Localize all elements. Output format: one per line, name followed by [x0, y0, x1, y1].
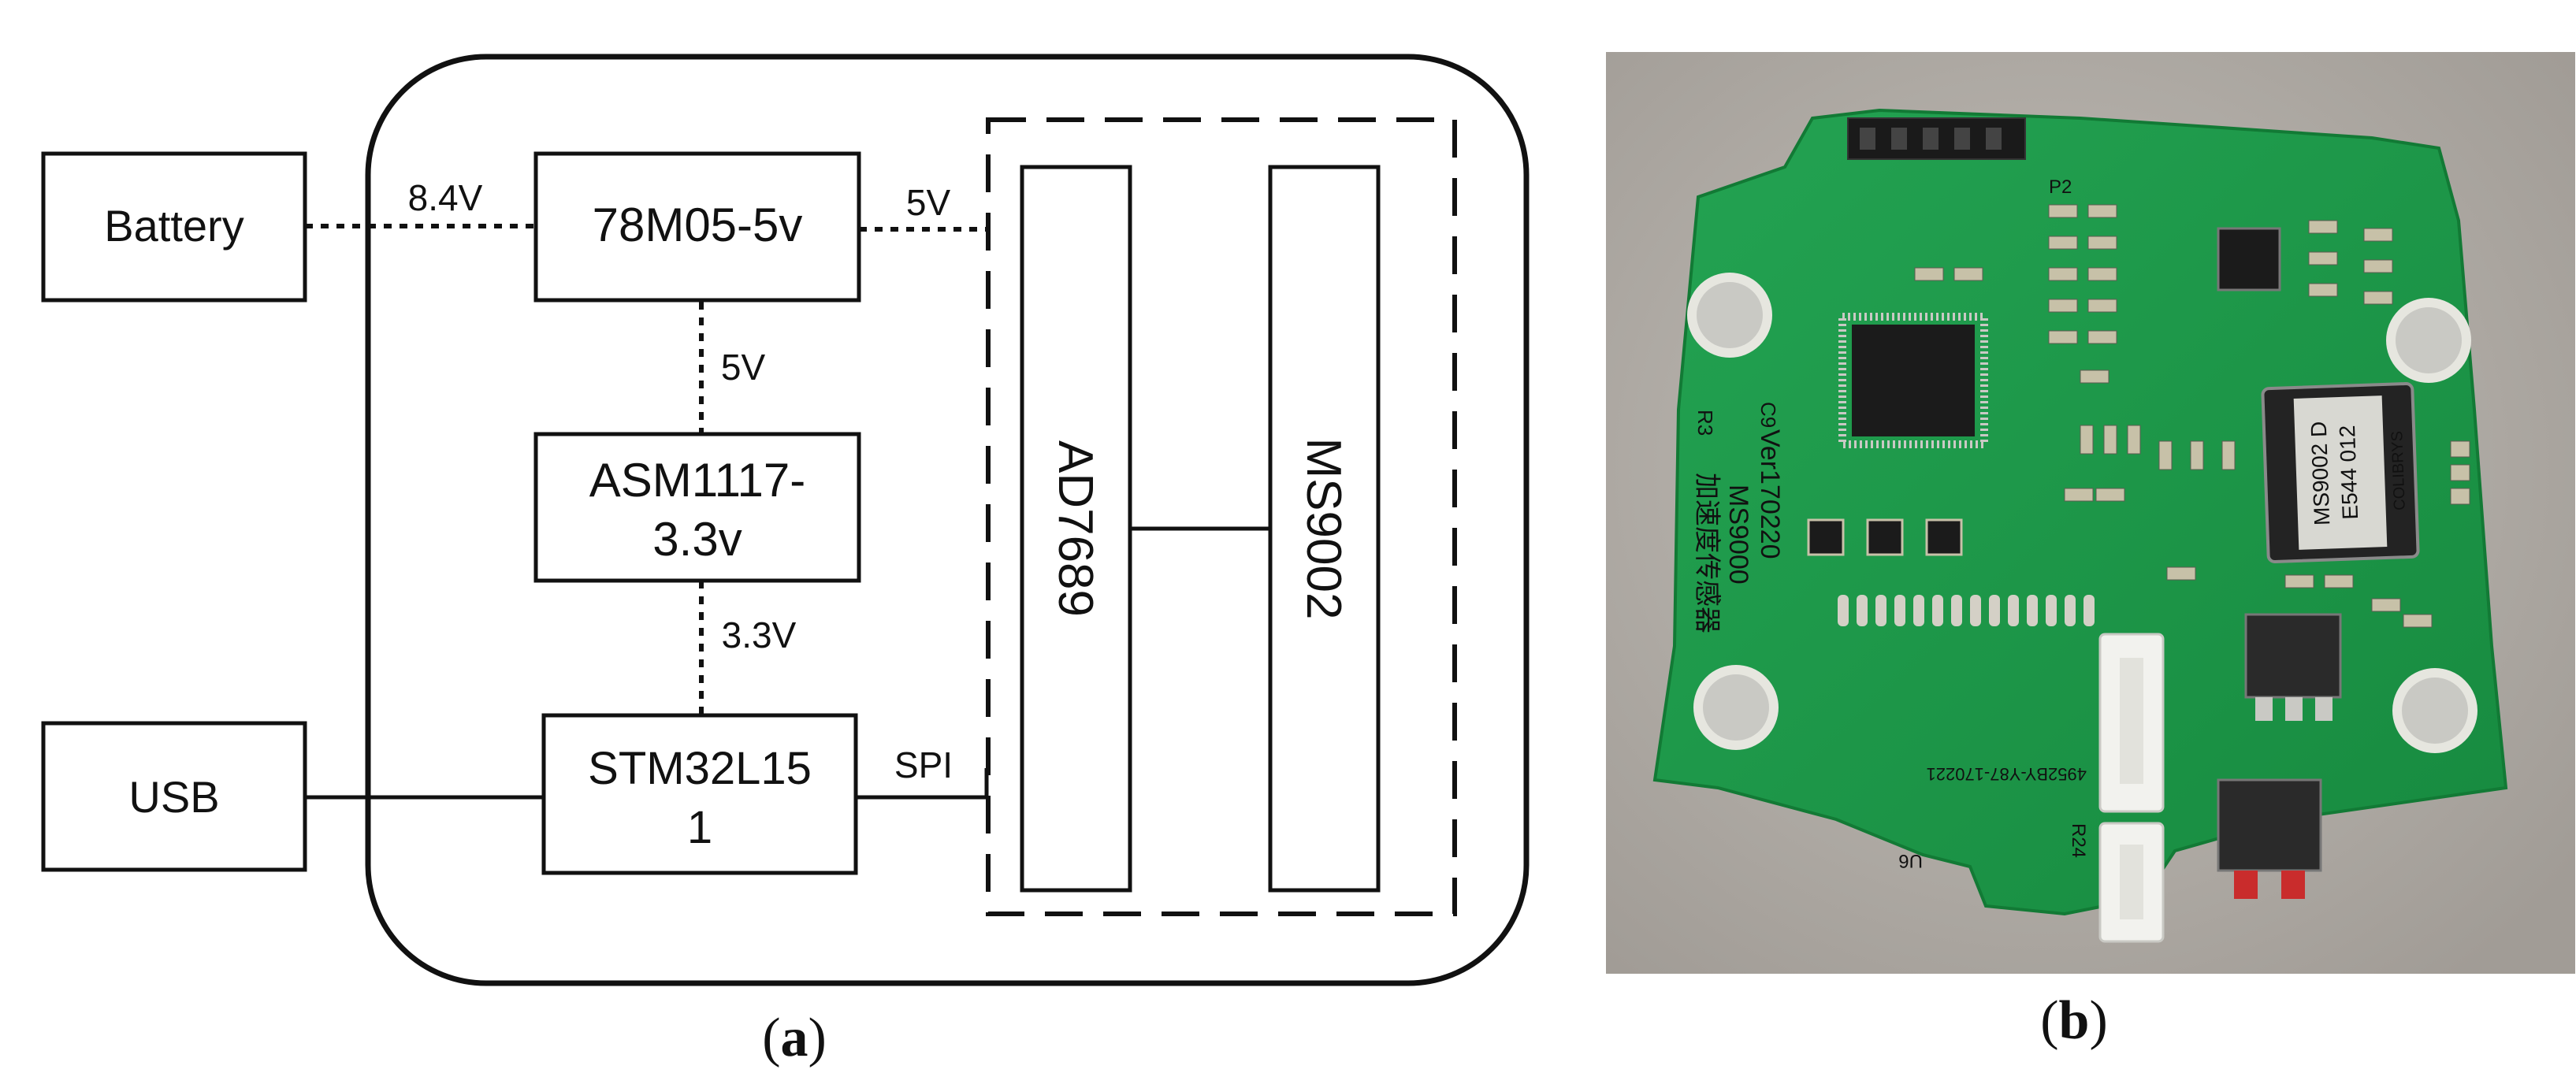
usb-block [41, 721, 307, 872]
asm-input-label: 5V [721, 347, 766, 388]
mcu-spi-link [856, 768, 989, 800]
mcu-chip [1838, 313, 1988, 448]
u6-silk: U6 [1898, 850, 1923, 871]
caption-a: (a) [762, 1008, 827, 1068]
pin-header-pins [1860, 128, 2002, 150]
block-diagram [41, 54, 1530, 986]
spi-label: SPI [894, 744, 953, 785]
connector-2pin [2098, 822, 2165, 943]
c9-silk: C9 [1756, 402, 1780, 428]
block-labels: Battery 78M05-5v ASM1117- 3.3v USB STM32… [104, 199, 1351, 853]
battery-voltage-label: 8.4V [408, 177, 483, 218]
sensor-module-boundary [986, 117, 1457, 916]
regulator-dpak [2217, 778, 2322, 899]
ms9002-chip: MS9002 D E544 012 COLIBRYS [2261, 382, 2420, 563]
mounting-hole [2386, 298, 2471, 383]
usb-label: USB [128, 772, 219, 822]
stm32-label-line2: 1 [687, 802, 712, 853]
chip-brand-text: COLIBRYS [2388, 431, 2409, 511]
version-silk: Ver170220 [1755, 429, 1785, 559]
mcu-input-label: 3.3V [722, 614, 797, 655]
ad7689-block [1020, 165, 1132, 893]
mounting-hole [1693, 665, 1779, 750]
battery-label: Battery [104, 201, 243, 251]
regulator-output-label: 5V [906, 182, 951, 223]
mounting-hole [1687, 273, 1772, 358]
smd-components [1914, 204, 2470, 628]
ms9002-label: MS9002 [1296, 438, 1351, 620]
caption-b: (b) [2040, 990, 2108, 1051]
regulator-5v-block [533, 151, 861, 303]
pad-strip [1838, 595, 2095, 626]
qfn-chip [2217, 227, 2281, 291]
r24-silk: R24 [2068, 823, 2089, 858]
stm32-block [541, 713, 858, 875]
serial-silk: 4952BY-Y87-170221 [1927, 764, 2087, 784]
asm1117-label-line1: ASM1117- [589, 454, 806, 507]
battery-block [41, 151, 307, 303]
r3-silk: R3 [1693, 410, 1717, 436]
connector-4pin [2098, 633, 2165, 813]
cn-silk: 加速度传感器 [1692, 473, 1722, 633]
ad7689-label: AD7689 [1048, 440, 1102, 617]
pcb-photo: P2 MS9002 D E544 012 COLIBRYS [1606, 52, 2575, 974]
asm1117-label-line2: 3.3v [652, 513, 742, 566]
model-silk: MS9000 [1723, 485, 1753, 585]
device-enclosure [365, 54, 1530, 986]
asm1117-block [533, 432, 861, 583]
mounting-holes [1687, 273, 2477, 753]
chip-code-text: E544 012 [2335, 425, 2362, 520]
header-silk-label: P2 [2049, 176, 2072, 198]
silkscreen-texts: Ver170220 MS9000 加速度传感器 R3 C9 4952BY-Y87… [1692, 402, 2089, 871]
regulator-sot223 [2244, 613, 2342, 721]
ms9002-block [1268, 165, 1381, 893]
mounting-hole [2392, 668, 2477, 753]
stm32-label-line1: STM32L15 [588, 743, 812, 794]
regulator-5v-label: 78M05-5v [593, 199, 803, 251]
small-ics-row [1807, 518, 1963, 556]
chip-model-text: MS9002 D [2307, 421, 2335, 525]
edge-labels: 8.4V 5V 5V 3.3V SPI [408, 177, 953, 785]
